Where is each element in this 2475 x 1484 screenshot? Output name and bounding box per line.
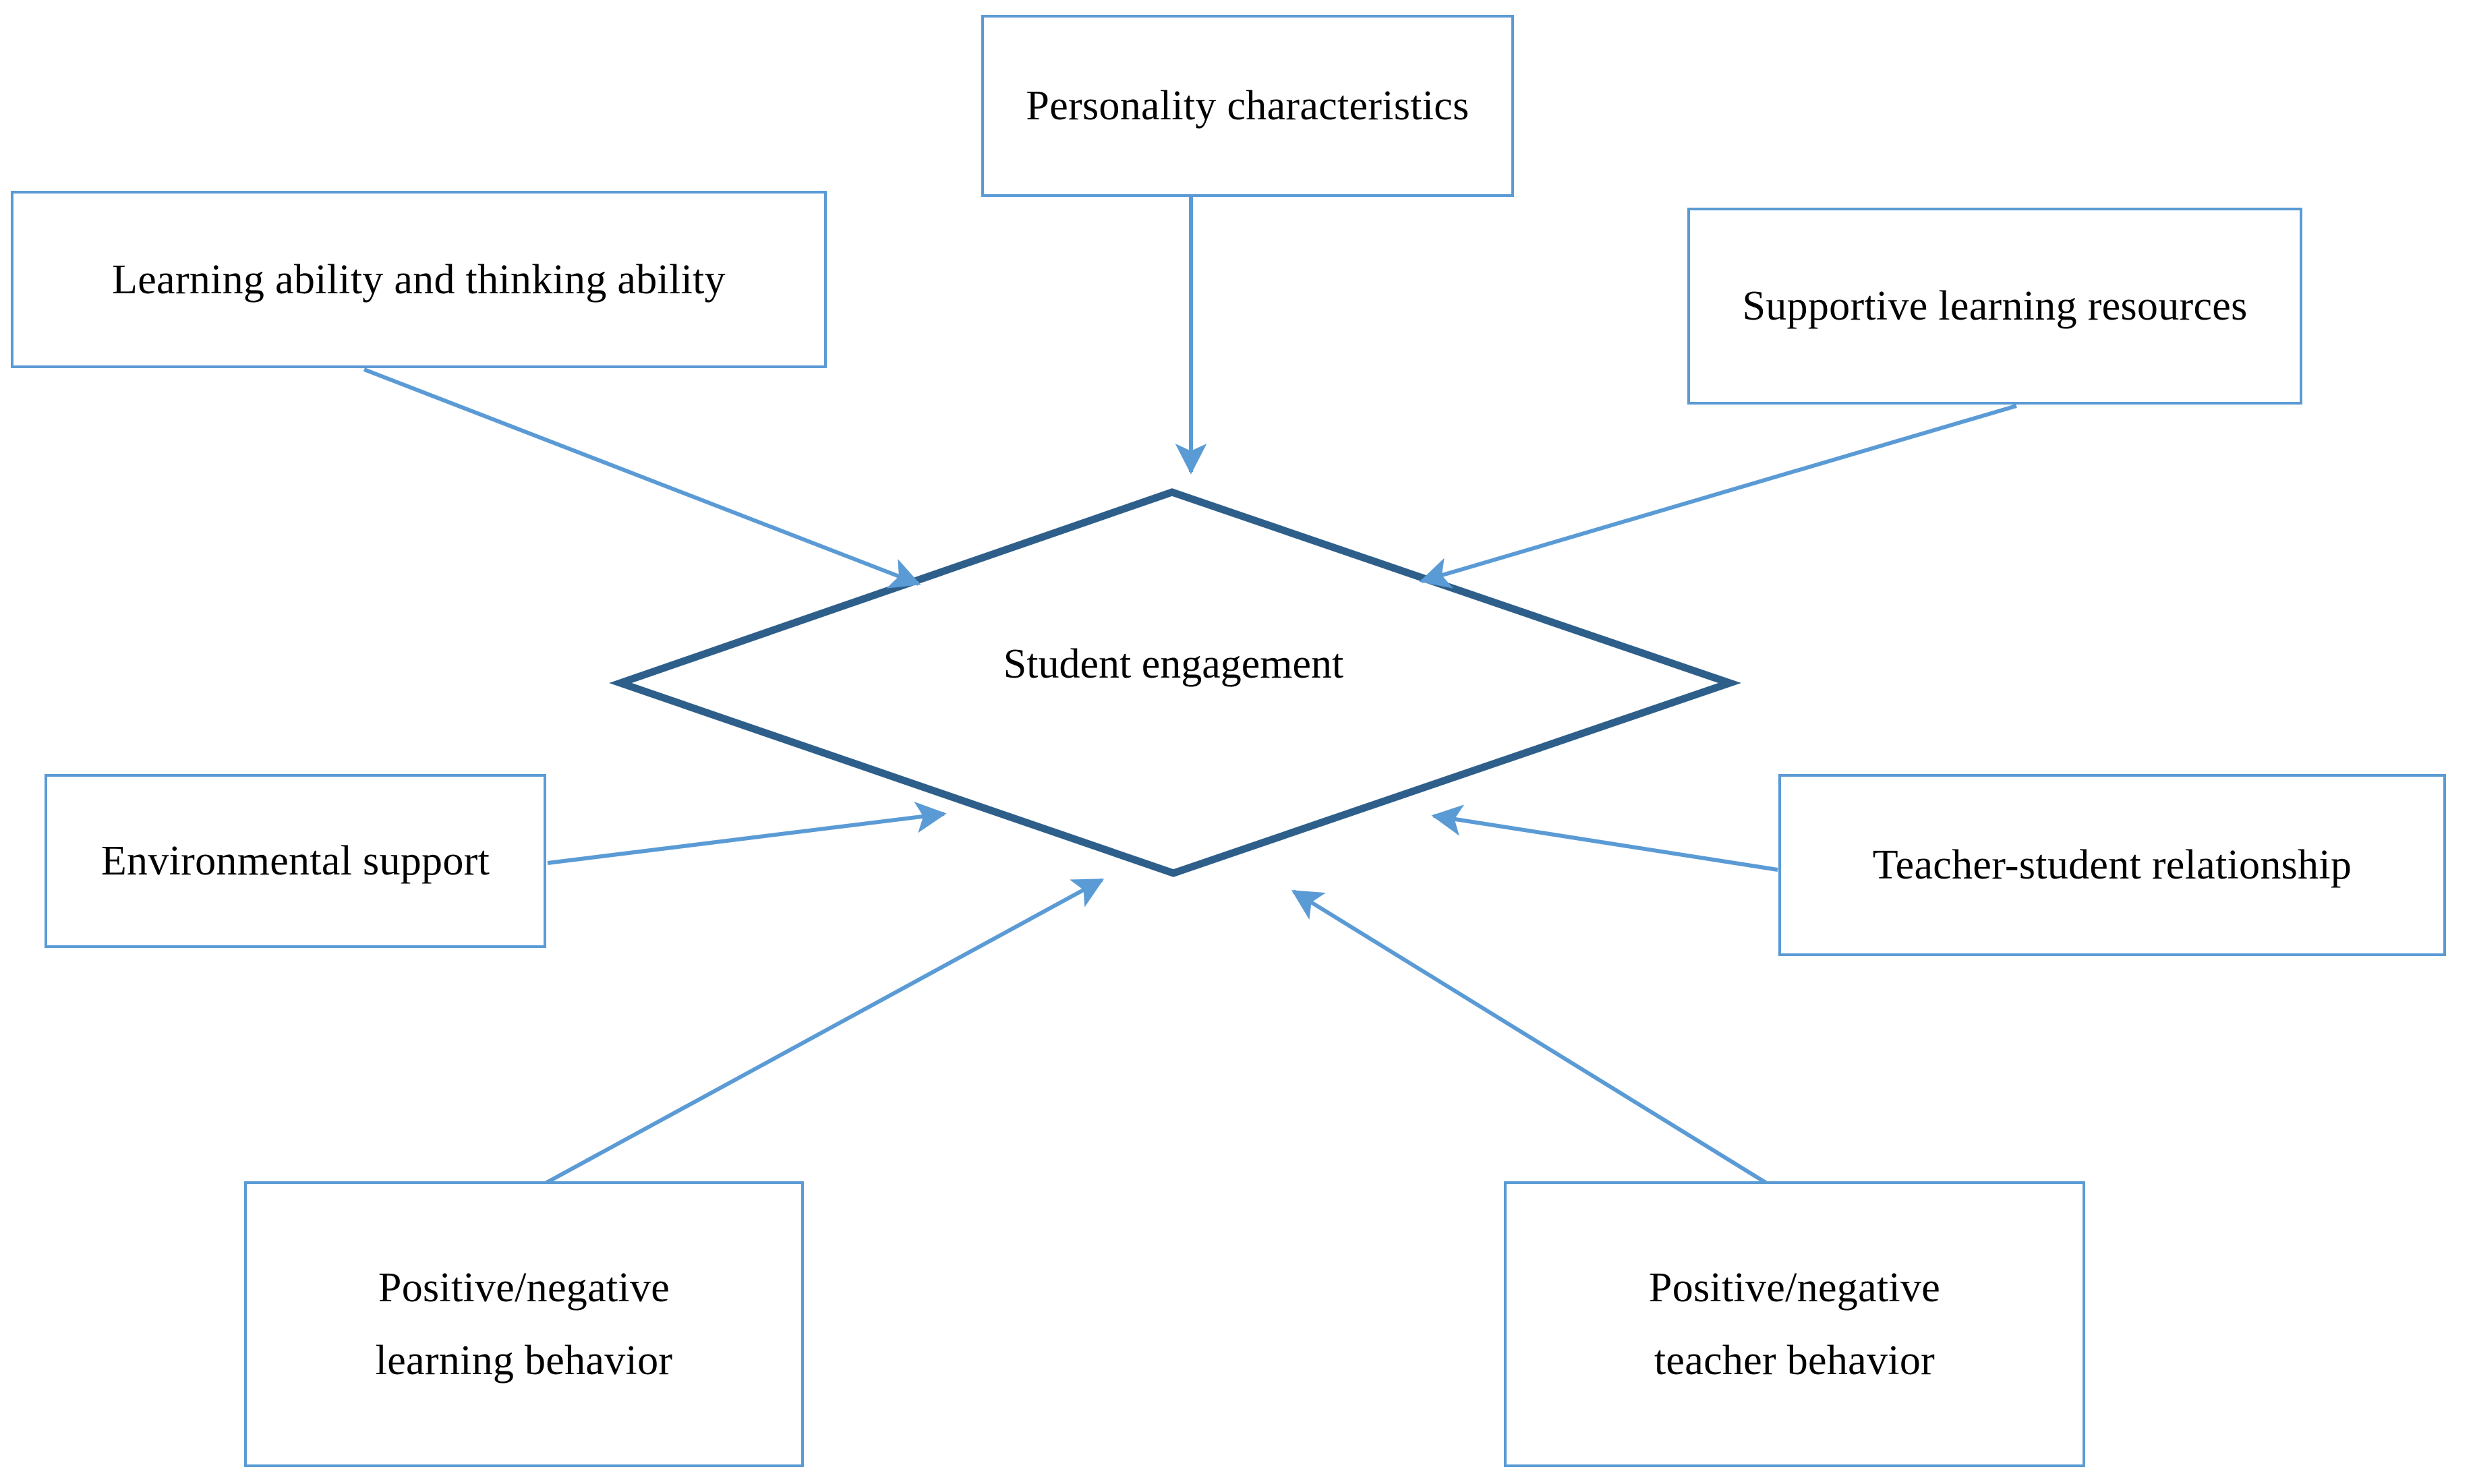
node-positive-negative-teacher-behavior[interactable]: Positive/negative teacher behavior	[1504, 1181, 2085, 1467]
node-label-teacher-student-relationship: Teacher-student relationship	[1872, 842, 2352, 888]
node-label-positive-negative-teacher-behavior: Positive/negative teacher behavior	[1648, 1264, 1941, 1384]
node-learning-and-thinking-ability[interactable]: Learning ability and thinking ability	[11, 191, 827, 368]
connector-learning-behavior-to-center	[518, 878, 1105, 1199]
node-positive-negative-learning-behavior[interactable]: Positive/negative learning behavior	[244, 1181, 804, 1467]
connector-teacher-behavior-to-center	[1291, 889, 1791, 1199]
node-label-positive-negative-learning-behavior: Positive/negative learning behavior	[375, 1264, 673, 1384]
node-teacher-student-relationship[interactable]: Teacher-student relationship	[1778, 774, 2446, 956]
node-environmental-support[interactable]: Environmental support	[45, 774, 546, 948]
center-node-label: Student engagement	[1003, 641, 1344, 687]
node-personality-characteristics[interactable]: Personality characteristics	[981, 15, 1514, 197]
connector-teacher-student-relationship-to-center	[1431, 804, 1778, 872]
connector-environmental-support-to-center	[547, 801, 947, 865]
node-label-learning-and-thinking-ability: Learning ability and thinking ability	[112, 256, 726, 303]
connector-learning-ability-to-center	[363, 367, 921, 589]
connector-supportive-resources-to-center	[1419, 404, 2017, 589]
node-label-personality-characteristics: Personality characteristics	[1026, 83, 1469, 129]
node-label-environmental-support: Environmental support	[100, 838, 490, 884]
node-supportive-learning-resources[interactable]: Supportive learning resources	[1687, 208, 2302, 405]
node-label-supportive-learning-resources: Supportive learning resources	[1742, 283, 2248, 329]
